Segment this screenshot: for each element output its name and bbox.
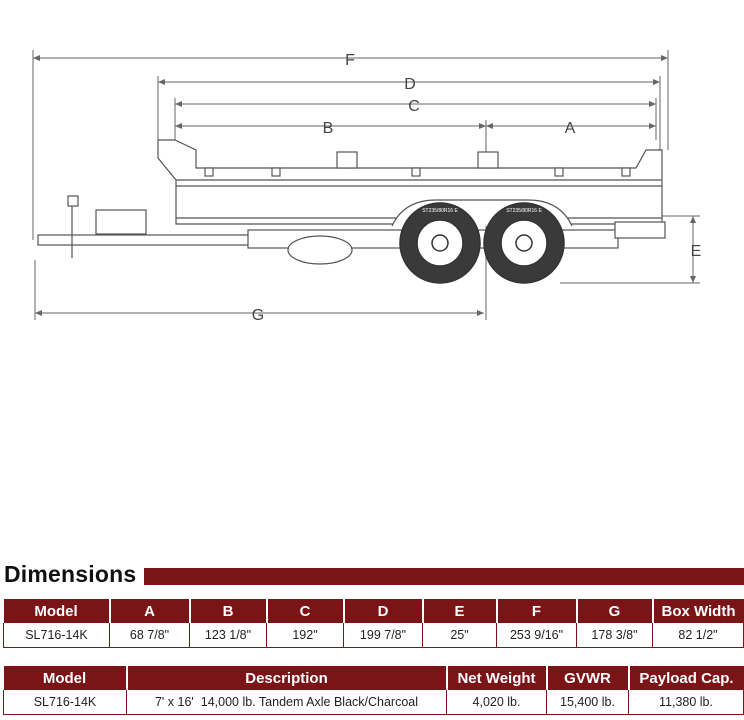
table-row: SL716-14K 7' x 16' 14,000 lb. Tandem Axl… <box>3 690 744 715</box>
dim-letter-d: D <box>404 76 416 93</box>
cell-f: 253 9/16" <box>496 623 577 648</box>
cell-model: SL716-14K <box>3 623 110 648</box>
col-header-a: A <box>109 599 191 623</box>
col-header-payload: Payload Cap. <box>628 666 744 690</box>
cell-box-width: 82 1/2" <box>652 623 744 648</box>
cell-a: 68 7/8" <box>109 623 190 648</box>
dimensions-title: Dimensions <box>4 560 137 587</box>
description-header-row: Model Description Net Weight GVWR Payloa… <box>3 666 744 690</box>
tire-label-rear: ST235/80R16 E <box>506 208 542 214</box>
col-header-net-weight: Net Weight <box>446 666 548 690</box>
description-table: Model Description Net Weight GVWR Payloa… <box>3 666 744 715</box>
col-header-model: Model <box>3 599 111 623</box>
dim-letter-g: G <box>252 307 264 324</box>
cell-model: SL716-14K <box>3 690 127 715</box>
trailer-side-view-drawing: F D C B A E G ST235/80R16 E ST235/80R16 … <box>32 50 702 324</box>
col-header-d: D <box>343 599 424 623</box>
col-header-gvwr: GVWR <box>546 666 630 690</box>
col-header-g: G <box>576 599 654 623</box>
cell-e: 25" <box>422 623 497 648</box>
table-row: SL716-14K 68 7/8" 123 1/8" 192" 199 7/8"… <box>3 623 744 648</box>
dim-letter-e: E <box>691 243 702 260</box>
cell-net-weight: 4,020 lb. <box>446 690 547 715</box>
dimensions-header-row: Model A B C D E F G Box Width <box>3 599 744 623</box>
cell-payload: 11,380 lb. <box>628 690 744 715</box>
dim-letter-a: A <box>565 120 576 137</box>
tongue-frame <box>37 234 259 246</box>
cell-g: 178 3/8" <box>576 623 653 648</box>
cell-d: 199 7/8" <box>343 623 423 648</box>
col-header-model: Model <box>3 666 128 690</box>
dimensions-heading: Dimensions <box>4 559 744 589</box>
dim-letter-b: B <box>323 120 334 137</box>
cell-gvwr: 15,400 lb. <box>546 690 629 715</box>
dimensions-table: Model A B C D E F G Box Width SL716-14K … <box>3 599 744 648</box>
col-header-b: B <box>189 599 268 623</box>
cell-c: 192" <box>266 623 344 648</box>
tire-label-front: ST235/80R16 E <box>422 208 458 214</box>
dim-letter-f: F <box>345 52 355 69</box>
col-header-description: Description <box>126 666 448 690</box>
heading-accent-bar <box>144 567 744 585</box>
col-header-box-width: Box Width <box>652 599 744 623</box>
col-header-f: F <box>496 599 578 623</box>
cell-description: 7' x 16' 14,000 lb. Tandem Axle Black/Ch… <box>126 690 447 715</box>
wheels <box>399 202 565 284</box>
dim-letter-c: C <box>408 98 420 115</box>
col-header-c: C <box>266 599 345 623</box>
cell-b: 123 1/8" <box>189 623 267 648</box>
col-header-e: E <box>422 599 498 623</box>
